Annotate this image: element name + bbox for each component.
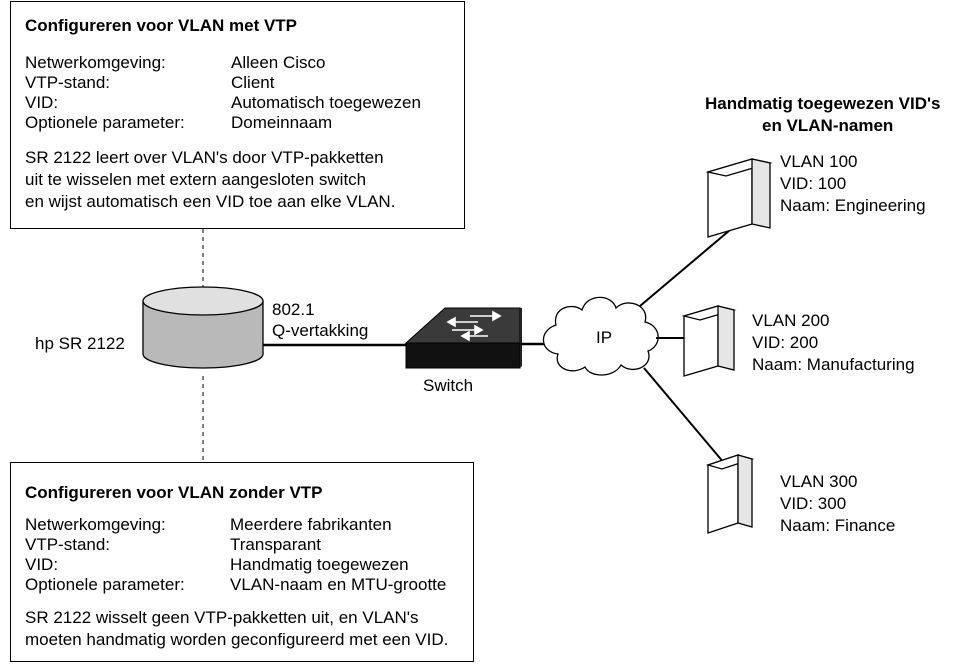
- description-line: SR 2122 leert over VLAN's door VTP-pakke…: [25, 148, 384, 167]
- row-value: Handmatig toegewezen: [230, 555, 409, 574]
- link-vlan300: [643, 367, 731, 471]
- row-value: VLAN-naam en MTU-grootte: [230, 575, 447, 594]
- vlan300-naam: Naam: Finance: [780, 516, 896, 535]
- vlan300-name: VLAN 300: [780, 472, 858, 491]
- description-line: moeten handmatig worden geconfigureerd m…: [25, 630, 449, 649]
- config-novtp-title: Configureren voor VLAN zonder VTP: [25, 483, 323, 502]
- row-label: Netwerkomgeving:: [25, 53, 166, 72]
- row-label: VTP-stand:: [25, 73, 111, 92]
- vlan100-vid: VID: 100: [780, 174, 847, 193]
- row-label: Optionele parameter:: [25, 575, 185, 594]
- row-label: Optionele parameter:: [25, 113, 185, 132]
- vlan100-naam: Naam: Engineering: [780, 196, 926, 215]
- row-label: VID:: [25, 555, 59, 574]
- router-icon[interactable]: [142, 286, 264, 369]
- config-vtp-box: Configureren voor VLAN met VTP Netwerkom…: [10, 1, 465, 229]
- row-label: Netwerkomgeving:: [25, 515, 166, 534]
- description-line: SR 2122 wisselt geen VTP-pakketten uit, …: [25, 608, 419, 627]
- router-label: hp SR 2122: [35, 334, 125, 353]
- cloud-label: IP: [596, 328, 613, 347]
- switch-icon[interactable]: [404, 307, 522, 369]
- vlan-heading-line2: en VLAN-namen: [762, 116, 894, 135]
- cloud-icon[interactable]: [542, 296, 659, 376]
- config-vtp-title: Configureren voor VLAN met VTP: [25, 16, 298, 35]
- vlan-heading-line1: Handmatig toegewezen VID's: [705, 94, 941, 113]
- server-icon-vlan300[interactable]: [705, 454, 755, 534]
- row-value: Client: [231, 73, 275, 92]
- row-value: Domeinnaam: [231, 113, 333, 132]
- description-line: en wijst automatisch een VID toe aan elk…: [25, 192, 396, 211]
- switch-label: Switch: [423, 376, 474, 395]
- server-icon-vlan100[interactable]: [705, 158, 773, 238]
- server-icon-vlan200[interactable]: [681, 305, 737, 377]
- vlan200-name: VLAN 200: [752, 311, 830, 330]
- row-value: Transparant: [230, 535, 322, 554]
- vlan200-naam: Naam: Manufacturing: [752, 355, 915, 374]
- row-label: VTP-stand:: [25, 535, 111, 554]
- trunk-label-line2: Q-vertakking: [272, 321, 369, 340]
- vlan100-name: VLAN 100: [780, 152, 858, 171]
- vlan300-vid: VID: 300: [780, 494, 847, 513]
- row-label: VID:: [25, 93, 59, 112]
- link-vlan100: [639, 229, 731, 307]
- vlan200-vid: VID: 200: [752, 333, 819, 352]
- row-value: Alleen Cisco: [231, 53, 326, 72]
- row-value: Meerdere fabrikanten: [230, 515, 392, 534]
- config-novtp-box: Configureren voor VLAN zonder VTP Netwer…: [10, 462, 474, 662]
- row-value: Automatisch toegewezen: [231, 93, 421, 112]
- description-line: uit te wisselen met extern aangesloten s…: [25, 170, 367, 189]
- trunk-label-line1: 802.1: [272, 300, 315, 319]
